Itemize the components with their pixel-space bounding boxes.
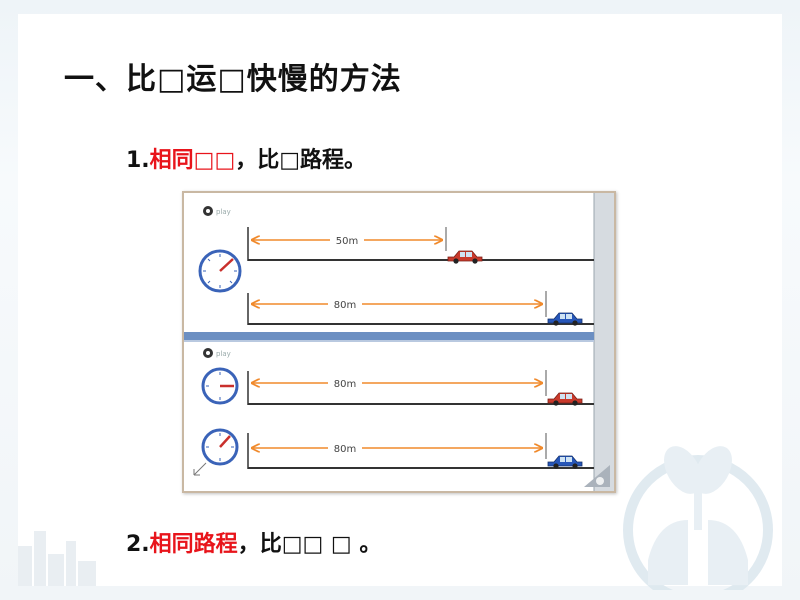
track-top-1: 50m (247, 227, 594, 264)
red-car-icon (447, 250, 483, 264)
section-divider (184, 332, 594, 340)
blue-car-icon (547, 312, 583, 326)
watermark-logo-icon (623, 446, 773, 590)
method-two-highlight: 相同路程 (149, 532, 238, 557)
method-two-rest: ，比□□ □ 。 (237, 532, 382, 557)
play-button-bottom[interactable]: play (203, 348, 231, 358)
track-top-2: 80m (247, 291, 594, 326)
resize-handle-icon[interactable] (193, 462, 207, 476)
track-bottom-2: 80m (247, 433, 594, 469)
play-button-top[interactable]: play (203, 206, 231, 216)
play-label-top: play (216, 208, 231, 216)
clock-icon-top (198, 249, 242, 293)
red-car-icon (547, 392, 583, 406)
blue-car-icon (547, 455, 583, 469)
distance-label: 50m (336, 236, 358, 247)
race-animation: play 50m (184, 193, 614, 491)
corner-grip-icon[interactable] (584, 465, 610, 487)
method-one: 1.相同□□，比□路程。 (126, 142, 366, 174)
method-one-number: 1. (126, 148, 150, 173)
clock-icon-bottom-2 (201, 428, 239, 466)
method-one-highlight: 相同□□ (149, 148, 236, 173)
slide-title: 一、比□运□快慢的方法 (64, 62, 402, 97)
method-one-rest: ，比□路程。 (235, 148, 367, 173)
distance-label: 80m (334, 379, 356, 390)
clock-icon-bottom-1 (201, 367, 239, 405)
race-animation-panel[interactable]: play 50m (182, 191, 616, 493)
distance-label: 80m (334, 300, 356, 311)
track-bottom-1: 80m (247, 370, 594, 406)
method-two: 2.相同路程，比□□ □ 。 (126, 526, 381, 558)
slide-card: 一、比□运□快慢的方法 1.相同□□，比□路程。 play (18, 14, 782, 590)
play-label-bottom: play (216, 350, 231, 358)
skyline-decoration (18, 531, 96, 586)
distance-label: 80m (334, 444, 356, 455)
panel-side-strip (594, 193, 614, 491)
method-two-number: 2. (126, 532, 150, 557)
